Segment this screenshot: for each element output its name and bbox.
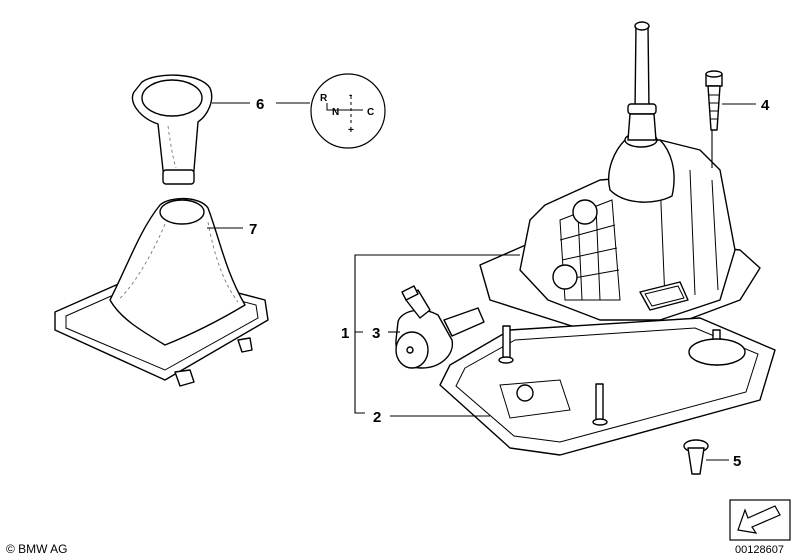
bolt-part-4[interactable] [705, 70, 723, 131]
callout-3: 3 [372, 325, 380, 342]
callout-7: 7 [249, 221, 257, 238]
shift-label-plus: + [348, 125, 354, 136]
shift-label-r: R [320, 93, 328, 104]
shift-label-c: C [367, 107, 374, 118]
callout-4: 4 [761, 97, 770, 114]
shift-boot-part-7[interactable] [54, 197, 269, 387]
image-number: 00128607 [735, 544, 784, 556]
sensor-part-3[interactable] [395, 285, 485, 369]
shift-housing-part-1[interactable] [479, 21, 761, 336]
callout-2: 2 [373, 409, 381, 426]
gear-knob-part-6[interactable] [131, 74, 213, 185]
callout-5: 5 [733, 453, 741, 470]
shift-label-minus: - [349, 90, 352, 101]
callout-6: 6 [256, 96, 264, 113]
shift-pattern-diagram: R N C - + [310, 73, 386, 149]
base-plate-part-2[interactable] [439, 317, 776, 456]
shift-label-n: N [332, 107, 339, 118]
clip-part-5[interactable] [683, 439, 709, 475]
orientation-arrow-icon [729, 499, 791, 541]
copyright-text: © BMW AG [6, 542, 68, 556]
leader-lines [207, 102, 756, 461]
callout-1: 1 [341, 325, 349, 342]
